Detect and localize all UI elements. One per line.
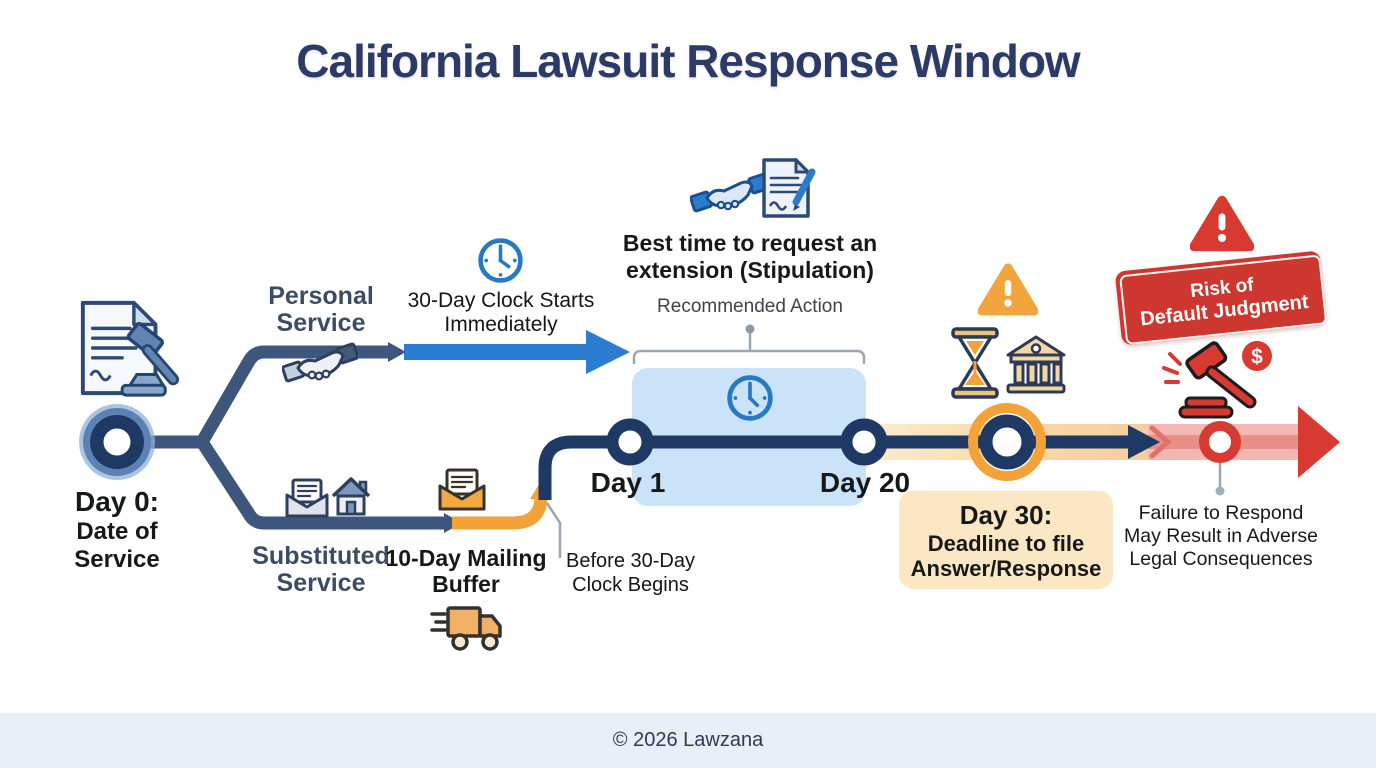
branch-lines: [150, 345, 444, 530]
delivery-truck-icon: [430, 602, 506, 652]
timeline-elbow: [538, 435, 632, 500]
document-gavel-icon: [75, 296, 181, 402]
substituted-service-label: Substituted Service: [252, 542, 390, 597]
day0-label-block: Day 0: Date of Service: [52, 486, 182, 574]
extension-subheading: Recommended Action: [657, 296, 843, 317]
gavel-dollar-icon: $: [1160, 340, 1274, 422]
day1-label: Day 1: [590, 467, 666, 498]
page-title: California Lawsuit Response Window: [296, 35, 1080, 87]
day30-sublabel: Deadline to file Answer/Response: [910, 530, 1102, 581]
navy-arrowhead: [1128, 425, 1160, 459]
envelope-icon: [436, 468, 488, 514]
day1-node: [606, 418, 654, 466]
day0-sublabel: Date of Service: [74, 518, 160, 573]
day30-node-outer: [968, 403, 1046, 481]
courthouse-icon: [1004, 330, 1068, 398]
day30-label: Day 30:: [959, 499, 1053, 530]
day20-label: Day 20: [819, 467, 911, 498]
personal-service-note: 30-Day Clock Starts Immediately: [407, 289, 595, 336]
timeline-nodes: [79, 403, 1241, 481]
day20-node: [840, 418, 888, 466]
footer: © 2026 Lawzana: [0, 713, 1376, 768]
day30-node: [979, 414, 1035, 470]
copyright-text: © 2026 Lawzana: [612, 729, 764, 751]
day30-deadline-box: Day 30: Deadline to file Answer/Response: [899, 491, 1113, 589]
handshake-icon: [281, 340, 360, 388]
hourglass-icon: [947, 326, 1003, 400]
red-chevron: [1149, 425, 1172, 459]
house-icon: [330, 474, 372, 518]
handshake-icon: [689, 168, 772, 220]
mailing-buffer-label: 10-Day Mailing Buffer: [385, 545, 547, 597]
document-pen-icon: [760, 156, 816, 220]
substituted-service-note: Before 30-Day Clock Begins: [566, 550, 695, 596]
personal-branch-tip: [388, 342, 406, 362]
clock-icon: [477, 237, 524, 284]
warning-triangle-icon: [1189, 194, 1255, 252]
day0-label: Day 0:: [74, 486, 160, 517]
personal-service-label: Personal Service: [268, 282, 374, 337]
extension-heading: Best time to request an extension (Stipu…: [622, 230, 878, 283]
failure-warning-note: Failure to Respond May Result in Adverse…: [1123, 502, 1318, 570]
svg-text:$: $: [1251, 346, 1263, 369]
personal-service-arrow: [404, 330, 630, 374]
callout-connectors: [545, 331, 1222, 558]
warning-triangle-icon: [977, 262, 1039, 316]
envelope-icon: [284, 478, 330, 520]
default-node: [1199, 421, 1241, 463]
clock-icon: [726, 374, 774, 422]
red-arrowhead: [1298, 406, 1340, 478]
